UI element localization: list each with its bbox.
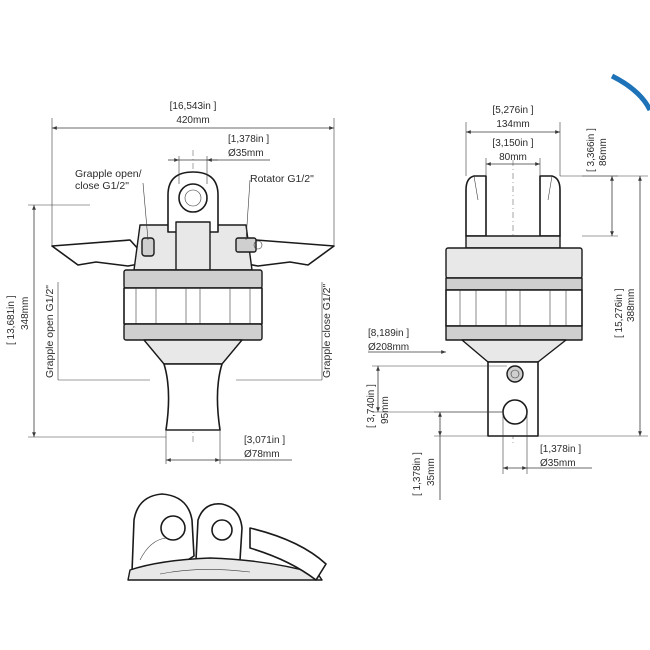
front-shaft bbox=[163, 363, 223, 431]
persp-lug-left-hole bbox=[160, 515, 186, 541]
label-grapple-open-side: Grapple open G1/2" bbox=[44, 285, 56, 378]
side-flange-top bbox=[445, 277, 583, 291]
front-flange-bottom bbox=[123, 323, 263, 341]
side-bolt-section bbox=[445, 289, 583, 327]
side-inner-width-mm: 80mm bbox=[499, 152, 527, 163]
side-spacing-inches: [ 3,740in ] bbox=[366, 384, 377, 428]
side-height-mm: 388mm bbox=[626, 289, 637, 322]
front-width-inches: [16,543in ] bbox=[170, 101, 217, 112]
side-height-inches: [ 15,276in ] bbox=[614, 288, 625, 338]
side-fork-left bbox=[465, 175, 487, 237]
front-lug-hole bbox=[178, 183, 208, 213]
perspective-view-partial bbox=[127, 493, 327, 581]
side-cone bbox=[461, 339, 567, 363]
label-grapple-close-side: Grapple close G1/2" bbox=[321, 284, 333, 378]
side-inner-width-inches: [3,150in ] bbox=[492, 138, 533, 149]
accent-arc bbox=[610, 73, 650, 112]
front-cone bbox=[143, 339, 243, 365]
front-swivel-neck bbox=[175, 221, 211, 271]
side-view: [5,276in ] 134mm [3,150in ] 80mm [ 3,366… bbox=[366, 105, 648, 500]
front-flange-top bbox=[123, 269, 263, 289]
side-housing bbox=[445, 247, 583, 279]
side-flange-inches: [8,189in ] bbox=[368, 328, 409, 339]
front-shaft-inches: [3,071in ] bbox=[244, 435, 285, 446]
front-port-right bbox=[235, 237, 257, 253]
side-flange-mm: Ø208mm bbox=[368, 342, 409, 353]
persp-arm bbox=[249, 527, 327, 581]
side-top-height-mm: 86mm bbox=[598, 138, 609, 166]
front-port-left bbox=[141, 237, 155, 257]
front-pin-mm: Ø35mm bbox=[228, 148, 264, 159]
front-pin-inches: [1,378in ] bbox=[228, 134, 269, 145]
side-offset-mm: 35mm bbox=[426, 458, 437, 486]
side-top-height-inches: [ 3,366in ] bbox=[586, 128, 597, 172]
front-view: [16,543in ] 420mm [1,378in ] Ø35mm Grapp… bbox=[6, 101, 335, 464]
side-hole-mm: Ø35mm bbox=[540, 458, 576, 469]
callout-rotator: Rotator G1/2" bbox=[250, 173, 314, 185]
side-hole-upper bbox=[506, 365, 524, 383]
front-bolt-section bbox=[123, 287, 263, 325]
callout-grapple-open-line2: close G1/2" bbox=[75, 180, 129, 192]
front-width-mm: 420mm bbox=[176, 115, 209, 126]
side-top-width-inches: [5,276in ] bbox=[492, 105, 533, 116]
side-neck bbox=[465, 235, 561, 249]
front-left-arm bbox=[51, 239, 151, 267]
callout-grapple-open-line1: Grapple open/ bbox=[75, 168, 142, 180]
front-height-inches: [ 13,681in ] bbox=[6, 295, 17, 345]
side-fork-right bbox=[539, 175, 561, 237]
front-height-mm: 348mm bbox=[20, 297, 31, 330]
side-flange-bottom bbox=[445, 325, 583, 341]
front-shaft-mm: Ø78mm bbox=[244, 449, 280, 460]
side-offset-inches: [ 1,378in ] bbox=[412, 452, 423, 496]
persp-lug-right-hole bbox=[211, 519, 233, 541]
side-spacing-mm: 95mm bbox=[380, 396, 391, 424]
side-hole-inches: [1,378in ] bbox=[540, 444, 581, 455]
side-top-width-mm: 134mm bbox=[496, 119, 529, 130]
side-hole-lower bbox=[502, 399, 528, 425]
